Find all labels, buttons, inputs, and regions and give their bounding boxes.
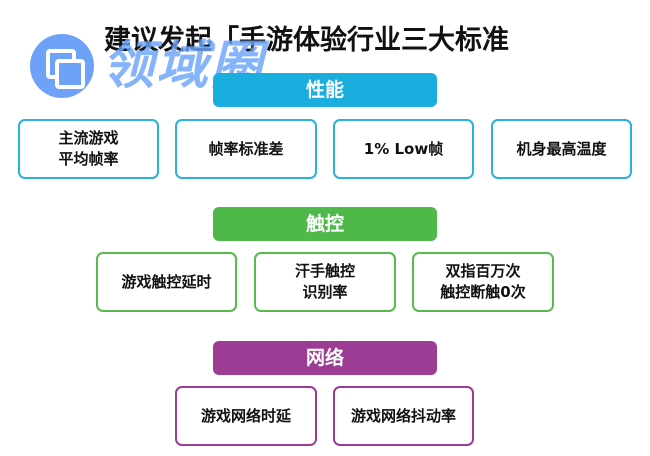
metric-box-sweaty-touch: 汗手触控 识别率 xyxy=(254,252,396,312)
section-header-network: 网络 xyxy=(213,341,437,375)
metric-box-avg-framerate: 主流游戏 平均帧率 xyxy=(18,119,159,179)
metric-box-net-jitter: 游戏网络抖动率 xyxy=(333,386,474,446)
metric-box-dual-touch: 双指百万次 触控断触0次 xyxy=(412,252,554,312)
diagram-title: 建议发起「手游体验行业三大标准 xyxy=(104,25,509,56)
section-header-performance: 性能 xyxy=(213,73,437,107)
section-header-touch: 触控 xyxy=(213,207,437,241)
metric-box-net-latency: 游戏网络时延 xyxy=(175,386,317,446)
watermark-logo-icon xyxy=(30,34,94,98)
metric-box-framerate-stddev: 帧率标准差 xyxy=(175,119,317,179)
metric-box-max-temp: 机身最高温度 xyxy=(491,119,632,179)
watermark: 领域圈 xyxy=(30,32,290,102)
metric-box-touch-latency: 游戏触控延时 xyxy=(96,252,237,312)
metric-box-1pct-low: 1% Low帧 xyxy=(333,119,474,179)
